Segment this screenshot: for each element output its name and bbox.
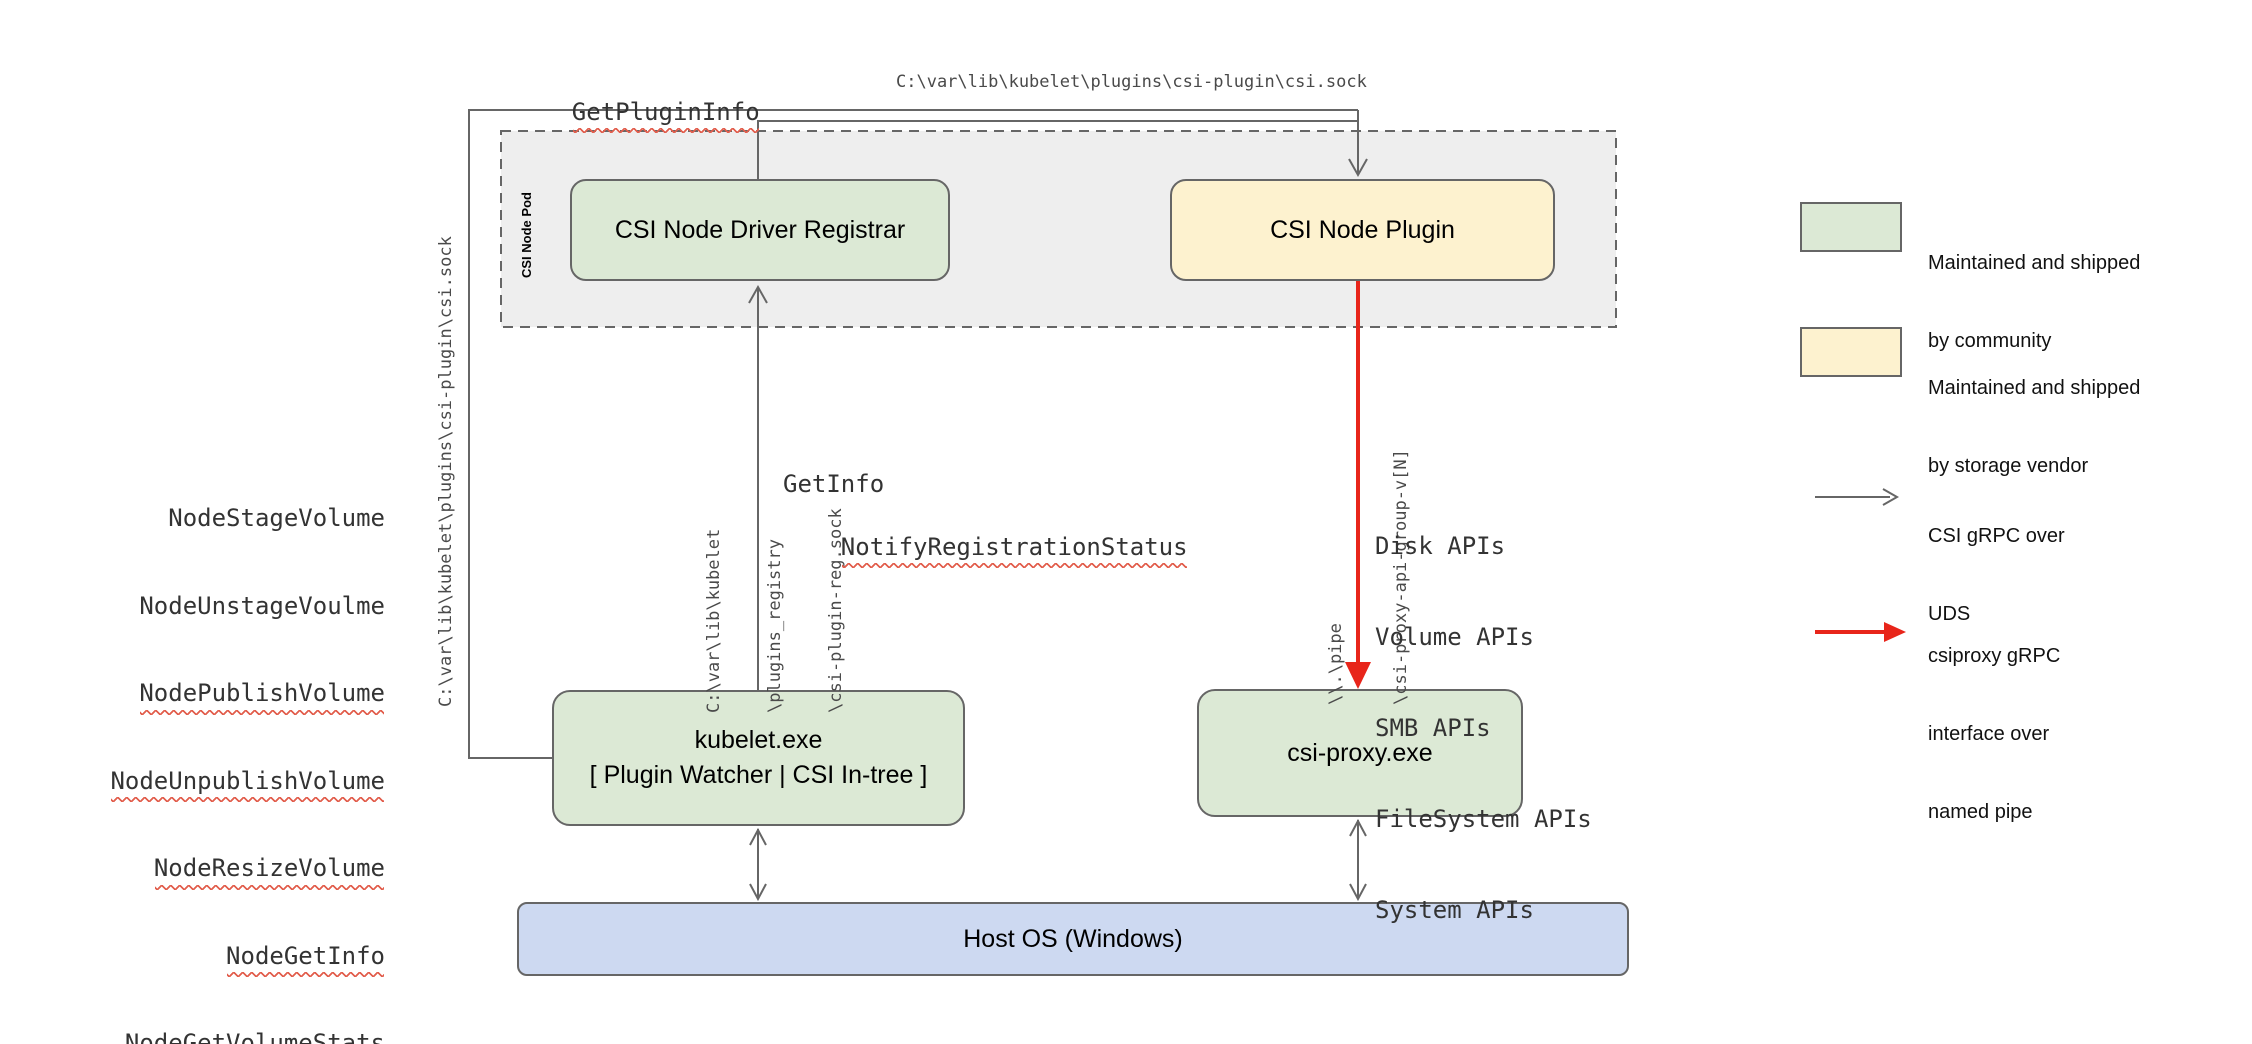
csi-proxy-box: csi-proxy.exe [1197, 689, 1523, 817]
kubelet-label-line2: [ Plugin Watcher | CSI In-tree ] [589, 761, 928, 789]
arrowhead-up-kubelet [749, 827, 767, 846]
registry-path-line: C:\var\lib\kubelet [704, 528, 724, 713]
csi-node-driver-registrar-box: CSI Node Driver Registrar [570, 179, 950, 281]
arrowhead-up-into-registrar [748, 284, 768, 304]
notify-registration-status-text: NotifyRegistrationStatus [840, 533, 1188, 568]
kubelet-label-line1: kubelet.exe [694, 726, 823, 754]
host-os-label: Host OS (Windows) [963, 924, 1183, 953]
csi-node-pod-title: CSI Node Pod [519, 192, 534, 278]
arrowhead-down-hostos-left [749, 883, 767, 902]
api-list-item: Volume APIs [1375, 623, 1534, 651]
node-method: NodeGetVolumeStats [125, 1029, 385, 1044]
legend-uds-arrowhead [1882, 488, 1900, 506]
node-method: NodeGetInfo [226, 941, 385, 977]
node-method: NodePublishVolume [139, 679, 385, 714]
host-os-box: Host OS (Windows) [517, 902, 1629, 976]
kubelet-to-plugin-uds-line [468, 109, 1358, 759]
legend-uds-line2: UDS [1928, 603, 1971, 625]
arrowhead-down-into-plugin [1348, 158, 1368, 178]
csi-sock-path-left-label: C:\var\lib\kubelet\plugins\csi-plugin\cs… [436, 236, 456, 707]
legend-community-line2: by community [1928, 330, 2052, 352]
legend-vendor-swatch [1800, 327, 1902, 377]
arrowhead-down-hostos-right [1349, 883, 1367, 902]
csi-proxy-label: csi-proxy.exe [1287, 738, 1433, 767]
api-list-item: Disk APIs [1375, 532, 1506, 560]
node-method: NodeUnpublishVolume [110, 766, 385, 802]
legend-pipe-line2: interface over [1928, 723, 2050, 745]
legend-pipe-text: csiproxy gRPC interface over named pipe [1928, 591, 2060, 877]
node-method: NodeStageVolume [168, 504, 385, 532]
get-info-label: GetInfo [783, 470, 885, 498]
csi-node-plugin-label: CSI Node Plugin [1270, 215, 1455, 244]
legend-vendor-text: Maintained and shipped by storage vendor [1928, 323, 2140, 531]
legend-pipe-line3: named pipe [1928, 801, 2033, 823]
legend-pipe-arrowhead [1884, 622, 1906, 642]
legend-uds-text: CSI gRPC over UDS [1928, 471, 2065, 679]
legend-vendor-line1: Maintained and shipped [1928, 377, 2141, 399]
node-methods-list: NodeStageVolume NodeUnstageVoulme NodePu… [100, 446, 385, 1044]
csi-node-plugin-box: CSI Node Plugin [1170, 179, 1555, 281]
api-list-item: System APIs [1375, 896, 1534, 924]
red-arrowhead-into-csiproxy [1345, 662, 1371, 689]
api-list-item: FileSystem APIs [1375, 805, 1592, 833]
csi-node-driver-registrar-label: CSI Node Driver Registrar [614, 215, 906, 244]
get-plugin-info-text: GetPluginInfo [571, 98, 760, 133]
legend-vendor-line2: by storage vendor [1928, 455, 2089, 477]
node-method: NodeResizeVolume [153, 854, 385, 889]
notify-registration-status-label: NotifyRegistrationStatus [783, 504, 1188, 591]
legend-pipe-line1: csiproxy gRPC [1928, 645, 2061, 667]
pipe-path-line: \\.\pipe [1326, 623, 1346, 705]
api-list: Disk APIs Volume APIs SMB APIs FileSyste… [1375, 472, 1592, 985]
api-list-item: SMB APIs [1375, 714, 1491, 742]
get-plugin-info-label: GetPluginInfo [514, 69, 760, 156]
kubelet-box: kubelet.exe [ Plugin Watcher | CSI In-tr… [552, 690, 965, 826]
legend-uds-line1: CSI gRPC over [1928, 525, 2065, 547]
arrowhead-up-csiproxy [1349, 818, 1367, 837]
legend-community-line1: Maintained and shipped [1928, 252, 2141, 274]
csi-sock-path-top-label: C:\var\lib\kubelet\plugins\csi-plugin\cs… [896, 72, 1367, 92]
registrar-to-plugin-line [757, 120, 1358, 179]
legend-community-text: Maintained and shipped by community [1928, 198, 2140, 406]
node-method: NodeUnstageVoulme [139, 591, 385, 620]
legend-community-swatch [1800, 202, 1902, 252]
